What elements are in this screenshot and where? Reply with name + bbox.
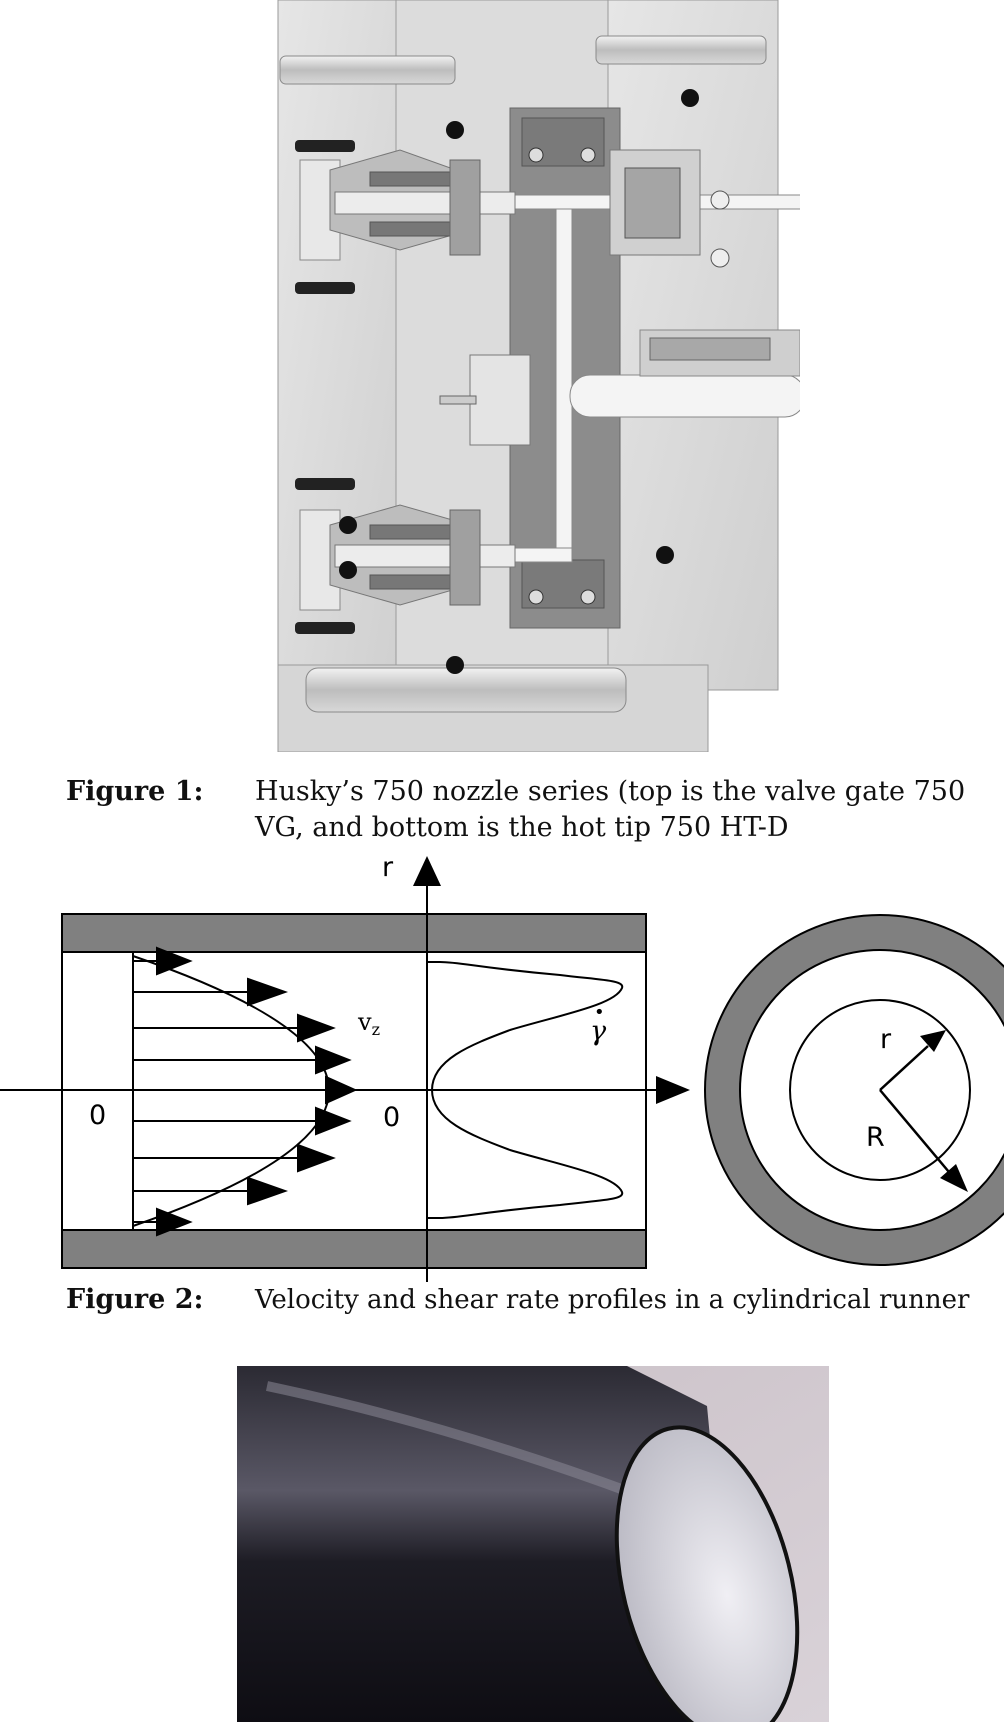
gamma-label: γ	[590, 1016, 607, 1047]
figure-1-caption-line-2: VG, and bottom is the hot tip 750 HT-D	[255, 812, 789, 843]
circle-r-label: r	[880, 1024, 892, 1055]
zero-label-left: 0	[89, 1100, 106, 1131]
velocity-shear-profile-diagram: r 0 0 vz γ • r R	[0, 852, 1004, 1282]
r-axis-arrow	[413, 856, 441, 886]
figure-2-caption-text: Velocity and shear rate profiles in a cy…	[255, 1285, 970, 1315]
shear-rate-profile-curve	[427, 961, 624, 1219]
figure-1-caption-line-1: Husky’s 750 nozzle series (top is the va…	[255, 776, 966, 807]
vz-label: vz	[357, 1008, 380, 1039]
circle-R-label: R	[866, 1122, 885, 1153]
runner-wall-top	[61, 913, 647, 953]
mold-plate-left	[277, 0, 397, 752]
radius-r-arrow	[920, 1030, 946, 1052]
zero-label-right: 0	[383, 1102, 400, 1133]
figure-2-label: Figure 2:	[66, 1284, 204, 1315]
z-axis-arrow	[656, 1076, 690, 1104]
radius-R-arrow	[940, 1164, 968, 1192]
gamma-dot: •	[594, 1002, 605, 1023]
r-axis-label: r	[382, 852, 394, 883]
nozzle-cross-section-figure	[277, 0, 800, 752]
velocity-arrows	[133, 946, 358, 1237]
coated-rod-photo	[237, 1366, 829, 1722]
rod-body	[237, 1366, 737, 1722]
runner-wall-bottom	[61, 1229, 647, 1269]
figure-1-label: Figure 1:	[66, 776, 204, 807]
rod-cut-face	[614, 1425, 800, 1722]
